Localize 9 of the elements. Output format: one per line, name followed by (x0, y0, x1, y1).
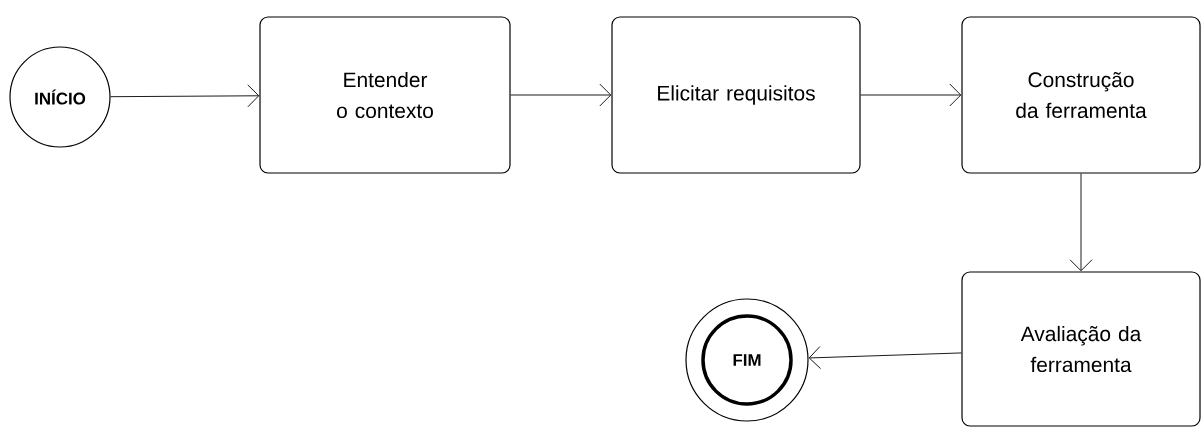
arrow (110, 84, 260, 108)
process-box: Construção da ferramenta (961, 16, 1201, 174)
arrow (808, 346, 962, 370)
process-box: Avaliação da ferramenta (961, 271, 1201, 427)
process-box: Entender o contexto (259, 16, 511, 174)
arrow (1069, 173, 1093, 272)
arrow (510, 83, 612, 107)
process-box: Elicitar requisitos (611, 16, 861, 174)
arrow (860, 83, 962, 107)
